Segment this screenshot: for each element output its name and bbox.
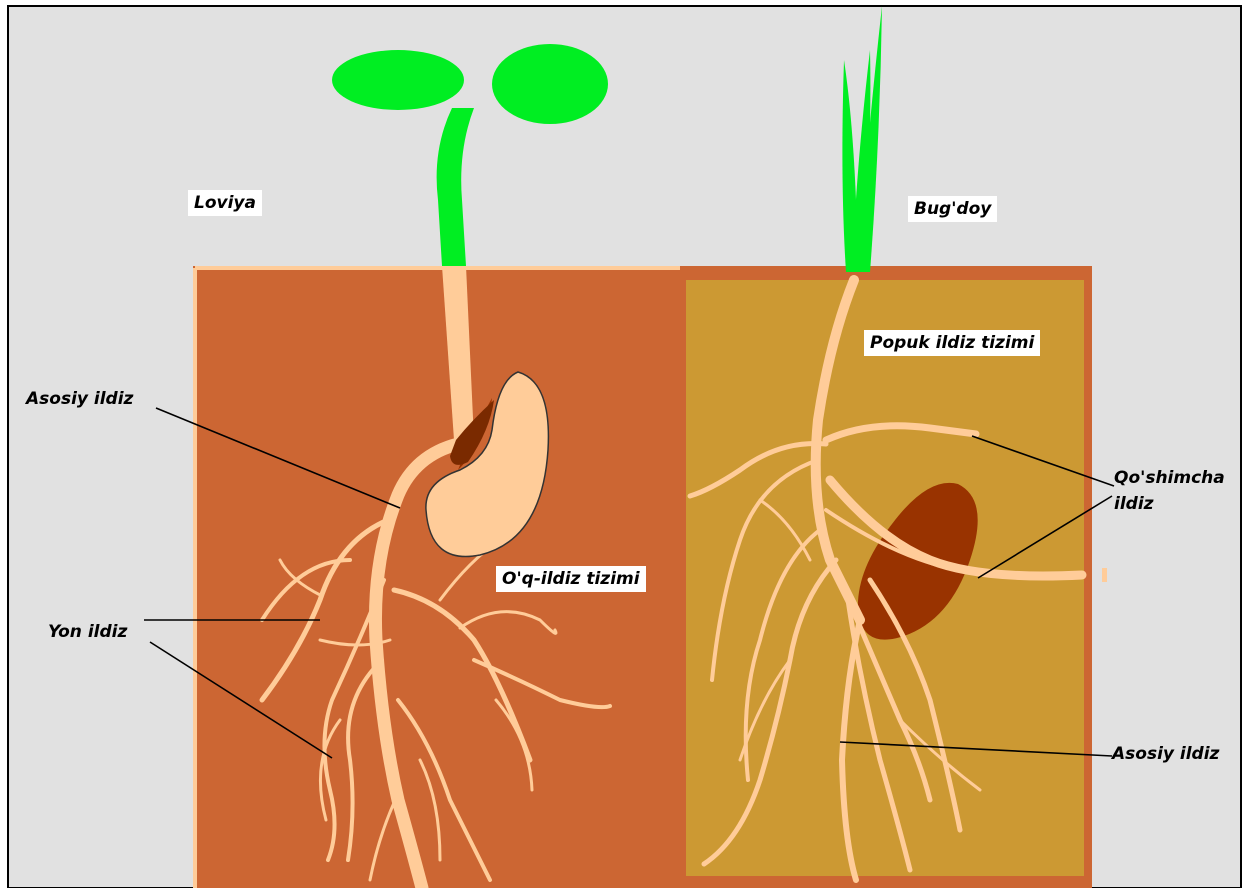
- label-main-root-left: Asosiy ildiz: [26, 389, 133, 409]
- label-fibrous-system: Popuk ildiz tizimi: [864, 330, 1040, 356]
- label-wheat: Bug'doy: [908, 196, 997, 222]
- bean-leaf-left: [332, 50, 464, 110]
- label-lateral-root: Yon ildiz: [48, 622, 127, 642]
- label-additional-root-1: Qo'shimcha: [1114, 468, 1225, 488]
- label-additional-root-2: ildiz: [1114, 494, 1154, 514]
- label-taproot-system: O'q-ildiz tizimi: [496, 566, 646, 592]
- label-bean: Loviya: [188, 190, 262, 216]
- label-main-root-right: Asosiy ildiz: [1112, 744, 1219, 764]
- bean-leaf-right: [492, 44, 608, 124]
